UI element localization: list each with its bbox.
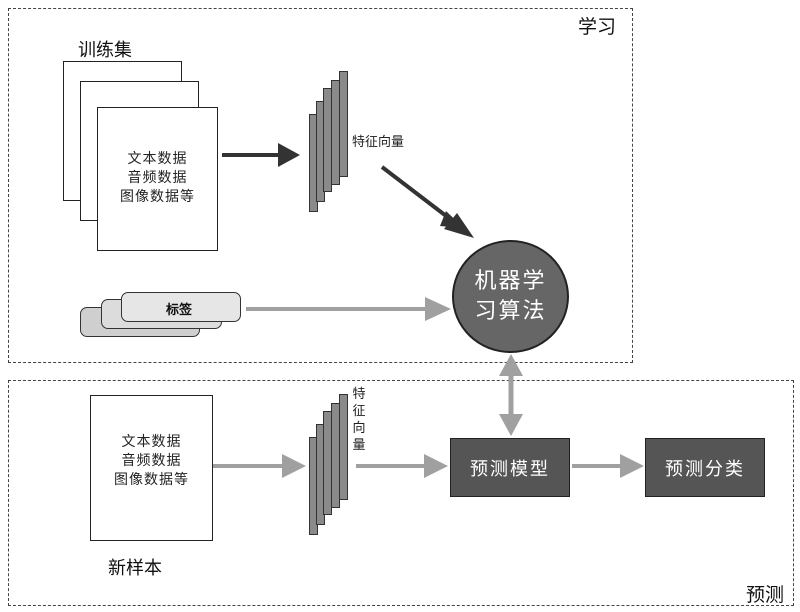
training-set-label: 训练集 xyxy=(78,40,132,61)
training-doc-line-3: 图像数据等 xyxy=(120,189,195,205)
new-sample-doc-line-1: 文本数据 xyxy=(121,434,182,450)
training-doc-front xyxy=(97,107,218,251)
arrow-ml-model-bidirectional xyxy=(499,354,523,436)
prediction-region xyxy=(8,380,794,606)
prediction-feature-char-4: 量 xyxy=(352,438,366,453)
learning-region-label: 学习 xyxy=(578,16,617,38)
prediction-feature-vector-bar xyxy=(339,394,348,500)
prediction-feature-char-2: 征 xyxy=(352,404,366,419)
prediction-feature-vector-label: 特 征 向 量 xyxy=(352,386,366,454)
new-sample-doc-text: 文本数据 音频数据 图像数据等 xyxy=(90,433,213,490)
new-sample-doc-line-2: 音频数据 xyxy=(121,453,182,469)
arrow-sample-to-vector xyxy=(213,454,306,478)
prediction-feature-char-1: 特 xyxy=(352,387,366,402)
training-doc-line-1: 文本数据 xyxy=(127,151,188,167)
prediction-feature-char-3: 向 xyxy=(352,421,366,436)
ml-algorithm-line-1: 机器学 xyxy=(474,268,547,294)
ml-algorithm-circle: 机器学 习算法 xyxy=(452,240,569,353)
prediction-classification-box: 预测分类 xyxy=(645,438,765,497)
new-sample-label: 新样本 xyxy=(108,558,162,579)
learning-region xyxy=(8,8,633,363)
tag-label: 标签 xyxy=(166,303,193,318)
new-sample-doc xyxy=(90,395,213,541)
arrow-docs-to-vector xyxy=(222,143,300,167)
arrow-vector-to-ml xyxy=(380,165,474,238)
arrow-model-to-classification xyxy=(572,454,644,478)
training-doc-line-2: 音频数据 xyxy=(127,170,188,186)
arrow-tag-to-ml xyxy=(246,297,451,321)
arrow-vector-to-model xyxy=(356,454,448,478)
prediction-model-box: 预测模型 xyxy=(450,438,570,497)
new-sample-doc-line-3: 图像数据等 xyxy=(114,472,189,488)
prediction-region-label: 预测 xyxy=(746,584,785,606)
feature-vector-bar xyxy=(339,71,348,177)
training-doc-text: 文本数据 音频数据 图像数据等 xyxy=(97,150,218,207)
ml-algorithm-line-2: 习算法 xyxy=(474,298,547,324)
tag-card-front xyxy=(121,292,241,322)
feature-vector-label: 特征向量 xyxy=(352,135,405,150)
